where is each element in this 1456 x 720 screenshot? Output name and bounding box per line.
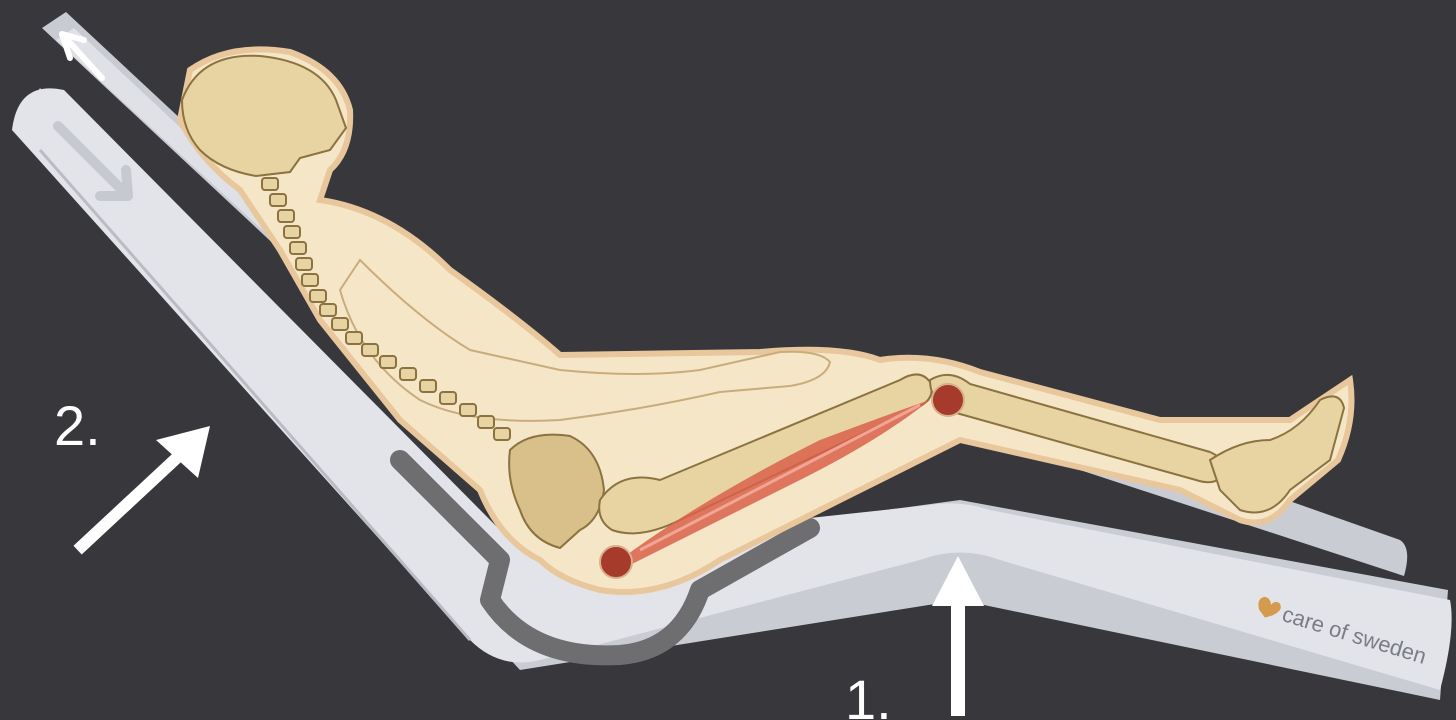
step-2-arrow-icon	[82, 426, 210, 546]
hip-joint-marker	[600, 546, 632, 578]
knee-joint-marker	[932, 384, 964, 416]
foot	[1210, 396, 1344, 512]
step-2-label: 2.	[54, 398, 101, 454]
step-1-label: 1.	[845, 672, 892, 720]
